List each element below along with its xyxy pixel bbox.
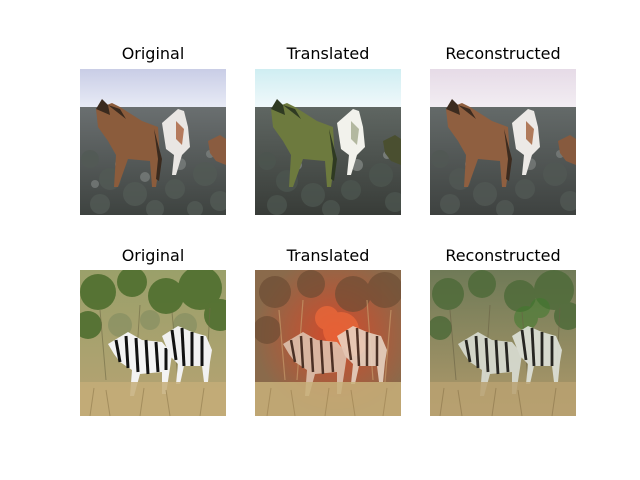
row1-reconstructed-title: Reconstructed [445, 44, 561, 63]
row1-original-horse-image [80, 69, 226, 215]
row2-reconstructed-title: Reconstructed [445, 246, 561, 265]
row1-translated-title: Translated [286, 44, 370, 63]
row2-translated-title: Translated [286, 246, 370, 265]
row1-translated-horse-image [255, 69, 401, 215]
row2-original-title: Original [121, 246, 185, 265]
horse-scene-reconstructed [430, 69, 576, 215]
row2-reconstructed-zebra-image [430, 270, 576, 416]
horse-scene-original [80, 69, 226, 215]
zebra-scene-translated [255, 270, 401, 416]
horse-scene-translated [255, 69, 401, 215]
zebra-scene-reconstructed [430, 270, 576, 416]
row1-original-title: Original [121, 44, 185, 63]
row2-original-zebra-image [80, 270, 226, 416]
row1-reconstructed-horse-image [430, 69, 576, 215]
zebra-scene-original [80, 270, 226, 416]
row2-translated-zebra-image [255, 270, 401, 416]
